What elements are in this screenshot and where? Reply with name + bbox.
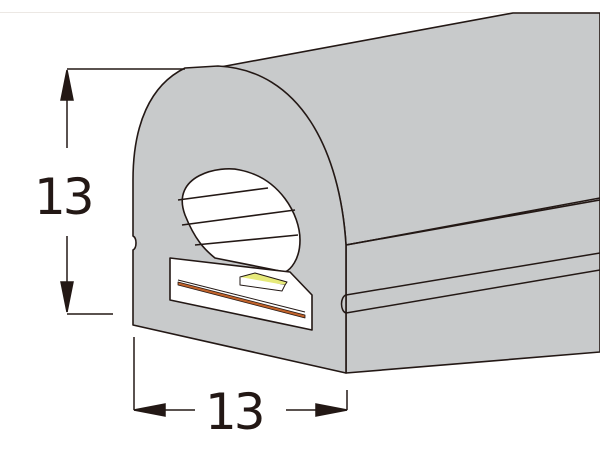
width-dimension-label: 13 [205,383,266,441]
top-border-line [0,12,600,13]
width-dimension [133,337,348,417]
side-ridge-lines [340,197,600,314]
height-dimension [60,68,185,315]
height-dimension-label: 13 [34,168,95,226]
led-tray [169,257,313,331]
inner-cavity [177,168,301,273]
